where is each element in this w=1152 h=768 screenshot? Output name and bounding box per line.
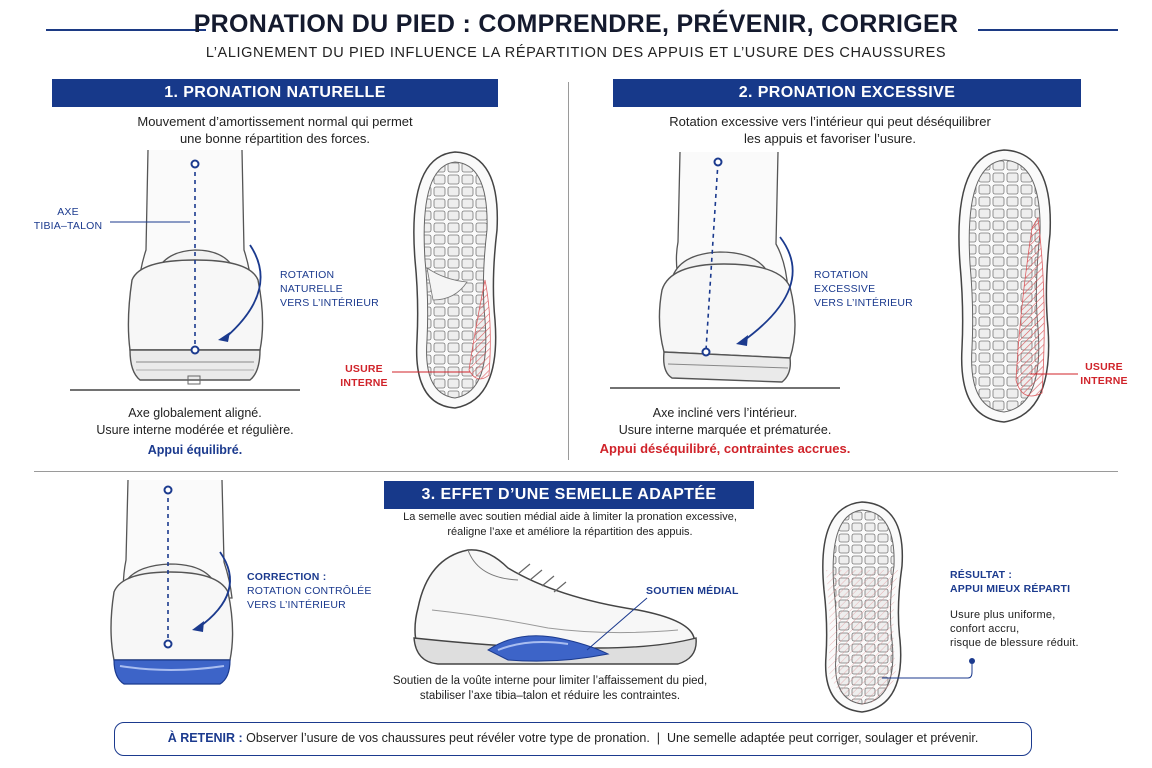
section2-wear-line2: INTERNE: [1080, 375, 1128, 387]
section1-intro-line2: une bonne répartition des forces.: [179, 131, 371, 146]
sole-illustration-corrected: [822, 501, 904, 713]
correction-line1: CORRECTION :: [247, 571, 327, 583]
section2-wear-pointer: [1030, 373, 1078, 375]
section2-intro-line2: les appuis et favoriser l’usure.: [744, 131, 916, 146]
correction-label: CORRECTION : ROTATION CONTRÔLÉE VERS L’I…: [247, 570, 377, 612]
axis-label-line2: TIBIA–TALON: [33, 220, 103, 232]
section2-caption-line2: Usure interne marquée et prématurée.: [618, 423, 832, 437]
section3-caption: Soutien de la voûte interne pour limiter…: [330, 674, 770, 704]
page-subtitle: L’ALIGNEMENT DU PIED INFLUENCE LA RÉPART…: [205, 45, 947, 61]
shoe-side-illustration: [413, 549, 697, 665]
section1-rotation-line2: NATURELLE: [280, 283, 343, 295]
section2-rotation-line2: EXCESSIVE: [814, 283, 876, 295]
heel-illustration-natural: [70, 149, 300, 391]
result-line2: APPUI MIEUX RÉPARTI: [950, 583, 1071, 595]
result-text2: confort accru,: [950, 623, 1020, 635]
section2-rotation-line1: ROTATION: [814, 269, 869, 281]
heel-illustration-corrected: [110, 479, 234, 685]
correction-line3: VERS L’INTÉRIEUR: [247, 599, 346, 611]
section3-intro-line2: réaligne l’axe et améliore la répartitio…: [447, 526, 693, 538]
result-block: RÉSULTAT : APPUI MIEUX RÉPARTI Usure plu…: [950, 568, 1140, 650]
section3-intro-line1: La semelle avec soutien médial aide à li…: [403, 511, 737, 523]
section1-wear-line1: USURE: [345, 363, 383, 375]
section1-banner: 1. PRONATION NATURELLE: [52, 79, 498, 107]
section1-wear-label: USURE INTERNE: [334, 362, 394, 390]
key-takeaway-label: À RETENIR :: [167, 731, 243, 745]
result-text1: Usure plus uniforme,: [950, 609, 1056, 621]
heel-illustration-excessive: [610, 151, 840, 389]
section2-intro: Rotation excessive vers l’intérieur qui …: [590, 113, 1070, 147]
section1-conclusion: Appui équilibré.: [147, 443, 243, 457]
section-divider-horizontal: [34, 471, 1118, 472]
section2-banner: 2. PRONATION EXCESSIVE: [613, 79, 1081, 107]
section1-caption-line1: Axe globalement aligné.: [128, 406, 262, 420]
section2-caption: Axe incliné vers l’intérieur. Usure inte…: [580, 405, 870, 439]
correction-line2: ROTATION CONTRÔLÉE: [247, 585, 372, 597]
section1-rotation-line3: VERS L’INTÉRIEUR: [280, 297, 379, 309]
sole-illustration-excessive: [958, 149, 1052, 423]
section2-rotation-label: ROTATION EXCESSIVE VERS L’INTÉRIEUR: [814, 268, 924, 310]
result-pointer: [882, 658, 975, 679]
section1-intro-line1: Mouvement d’amortissement normal qui per…: [137, 114, 413, 129]
section1-caption-line2: Usure interne modérée et régulière.: [96, 423, 294, 437]
sole-illustration-natural: [413, 151, 499, 409]
key-takeaway-text: Observer l’usure de vos chaussures peut …: [246, 731, 979, 745]
section2-caption-line1: Axe incliné vers l’intérieur.: [652, 406, 798, 420]
result-text3: risque de blessure réduit.: [950, 637, 1079, 649]
title-rule-right: [978, 29, 1118, 31]
result-line1: RÉSULTAT :: [950, 569, 1013, 581]
section2-wear-line1: USURE: [1085, 361, 1123, 373]
axis-pointer-line: [110, 221, 190, 223]
key-takeaway-box: À RETENIR : Observer l’usure de vos chau…: [114, 722, 1032, 756]
page-title: PRONATION DU PIED : COMPRENDRE, PRÉVENIR…: [193, 10, 959, 38]
section1-wear-line2: INTERNE: [340, 377, 388, 389]
section1-intro: Mouvement d’amortissement normal qui per…: [52, 113, 498, 147]
section1-wear-pointer: [392, 371, 470, 373]
section1-rotation-label: ROTATION NATURELLE VERS L’INTÉRIEUR: [280, 268, 390, 310]
section3-intro: La semelle avec soutien médial aide à li…: [330, 510, 810, 540]
support-label: SOUTIEN MÉDIAL: [646, 585, 739, 597]
axis-label-line1: AXE: [57, 206, 79, 218]
section1-caption: Axe globalement aligné. Usure interne mo…: [50, 405, 340, 459]
support-pointer: [586, 597, 648, 651]
axis-label: AXE TIBIA–TALON: [28, 205, 108, 233]
section3-caption-line1: Soutien de la voûte interne pour limiter…: [392, 675, 708, 687]
section2-conclusion: Appui déséquilibré, contraintes accrues.: [599, 441, 851, 456]
section3-banner: 3. EFFET D’UNE SEMELLE ADAPTÉE: [384, 481, 754, 509]
section3-caption-line2: stabiliser l’axe tibia–talon et réduire …: [419, 690, 681, 702]
section2-rotation-line3: VERS L’INTÉRIEUR: [814, 297, 913, 309]
section-divider-vertical: [568, 82, 569, 460]
section1-rotation-line1: ROTATION: [280, 269, 335, 281]
section2-intro-line1: Rotation excessive vers l’intérieur qui …: [669, 114, 991, 129]
section2-wear-label: USURE INTERNE: [1074, 360, 1134, 388]
title-rule-left: [46, 29, 206, 31]
